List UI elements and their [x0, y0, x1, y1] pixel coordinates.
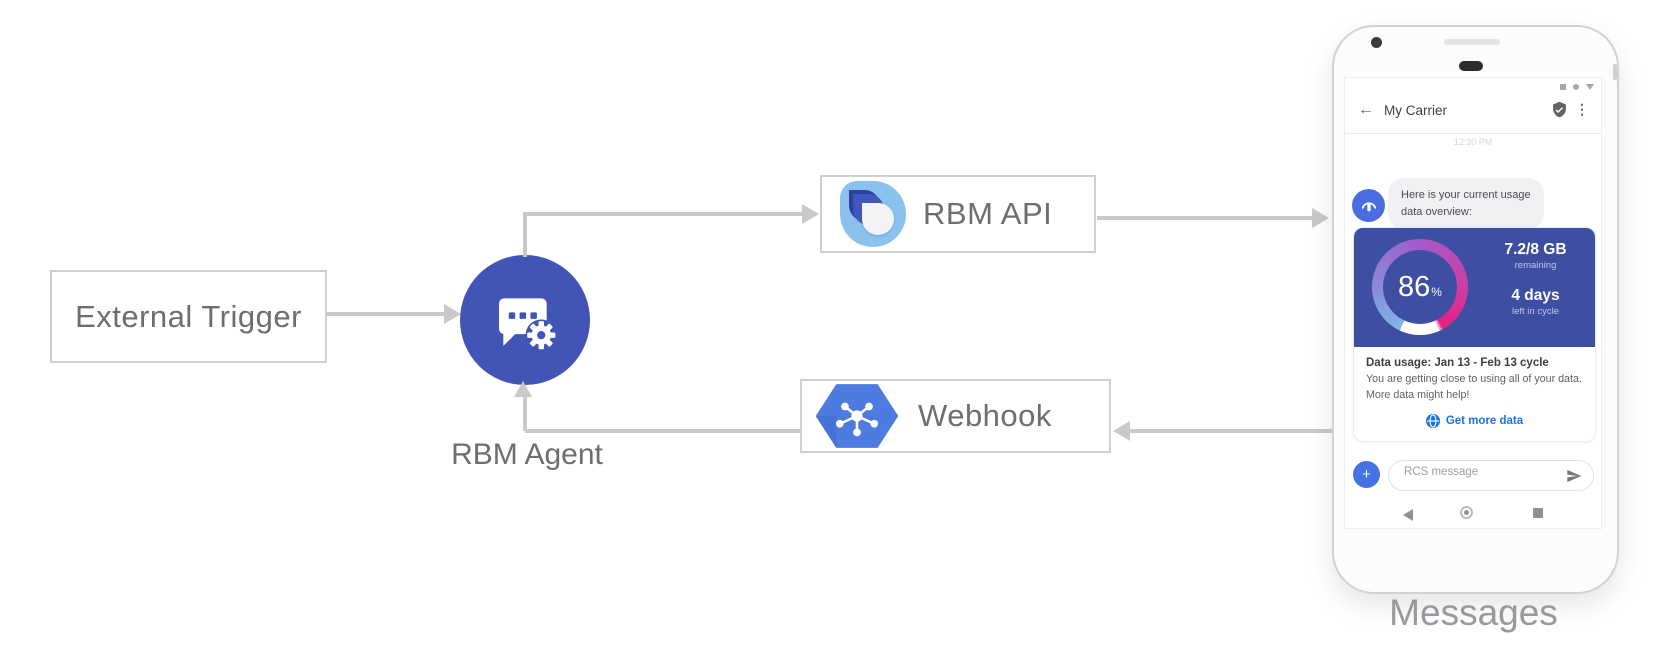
phone-screen: ← My Carrier ⋮ 12:30 PM Here is your cur…	[1344, 77, 1602, 529]
data-remaining-value: 7.2/8 GB	[1504, 241, 1567, 258]
header-divider	[1345, 133, 1601, 134]
webhook-node: Webhook	[800, 379, 1111, 453]
earpiece-slot	[1444, 39, 1500, 45]
conversation-title: My Carrier	[1384, 103, 1447, 118]
front-camera	[1371, 37, 1382, 48]
phone-caption: Messages	[1389, 592, 1558, 633]
usage-card-body-line1: You are getting close to using all of yo…	[1366, 373, 1582, 385]
webhook-hexagon-icon	[815, 384, 899, 448]
attach-plus-button[interactable]: +	[1353, 461, 1380, 488]
speaker-pill	[1459, 61, 1483, 71]
nav-home-button[interactable]	[1460, 506, 1473, 519]
get-more-data-label: Get more data	[1445, 415, 1524, 428]
data-remaining-label: remaining	[1514, 260, 1557, 271]
rbm-api-label: RBM API	[923, 196, 1053, 231]
external-trigger-node: External Trigger	[50, 270, 327, 363]
rcs-message-input[interactable]	[1402, 465, 1556, 479]
gauge-percent-sign: %	[1431, 285, 1442, 299]
webhook-label: Webhook	[918, 398, 1052, 433]
external-trigger-label: External Trigger	[75, 298, 302, 334]
usage-card-header: 86 % 7.2/8 GB remaining 4 days left in c…	[1354, 228, 1595, 347]
get-more-data-button[interactable]: Get more data	[1366, 414, 1583, 429]
status-circle-icon	[1573, 84, 1579, 90]
usage-rich-card: 86 % 7.2/8 GB remaining 4 days left in c…	[1353, 227, 1596, 443]
globe-icon	[1425, 414, 1440, 429]
message-input-pill	[1388, 460, 1594, 491]
usage-card-body: Data usage: Jan 13 - Feb 13 cycle You ar…	[1354, 347, 1595, 441]
gauge-percent-value: 86	[1398, 270, 1431, 303]
days-left-value: 4 days	[1511, 287, 1560, 304]
days-left-label: left in cycle	[1512, 306, 1559, 317]
overflow-menu-icon[interactable]: ⋮	[1575, 101, 1589, 117]
rbm-agent-label: RBM Agent	[451, 438, 603, 471]
back-arrow-icon[interactable]: ←	[1358, 101, 1374, 118]
nav-back-button[interactable]	[1403, 509, 1413, 521]
agent-message-line1: Here is your current usage	[1401, 189, 1531, 201]
agent-message-bubble: Here is your current usage data overview…	[1388, 178, 1544, 229]
chat-gear-icon	[499, 298, 557, 351]
rbm-api-logo-icon	[840, 181, 906, 247]
status-bar-icons	[1560, 84, 1594, 90]
verified-shield-icon	[1553, 101, 1566, 118]
usage-card-title: Data usage: Jan 13 - Feb 13 cycle	[1366, 357, 1549, 369]
nav-recents-button[interactable]	[1533, 508, 1543, 518]
rbm-api-node: RBM API	[820, 175, 1096, 253]
rbm-agent-node	[460, 255, 590, 385]
status-triangle-icon	[1586, 84, 1594, 90]
agent-avatar	[1352, 189, 1385, 222]
usage-card-body-line2: More data might help!	[1366, 388, 1470, 401]
send-icon[interactable]	[1566, 468, 1582, 484]
android-nav-bar	[1345, 506, 1601, 522]
usage-gauge: 86 %	[1372, 239, 1468, 335]
chat-timestamp: 12:30 PM	[1453, 137, 1493, 147]
usage-stats: 7.2/8 GB remaining 4 days left in cycle	[1482, 241, 1589, 317]
power-button	[1613, 64, 1617, 80]
agent-message-line2: data overview:	[1401, 205, 1472, 218]
status-square-icon	[1560, 84, 1566, 90]
hotspot-antenna-icon	[1361, 201, 1376, 211]
